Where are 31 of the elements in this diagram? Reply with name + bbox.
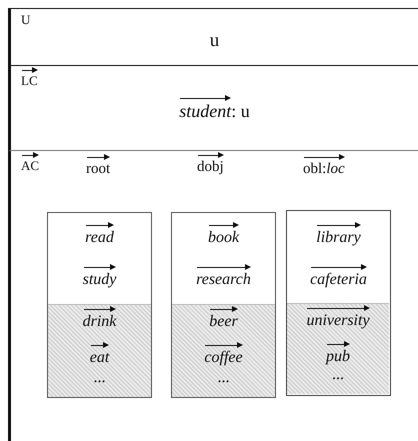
word-vector: read: [48, 221, 151, 247]
header-band: [8, 8, 418, 66]
formula-text: student: u: [11, 94, 418, 122]
word-list-box: [171, 212, 276, 398]
band: [8, 66, 418, 151]
word-vector: book: [172, 221, 275, 247]
shaded-region: [172, 304, 275, 397]
word-vector: study: [48, 263, 151, 289]
word-vector: coffee: [172, 341, 275, 367]
word-list-box: [47, 212, 152, 398]
vector-symbol: u: [208, 31, 220, 52]
word-vector: library: [287, 221, 390, 247]
shaded-region: [287, 303, 389, 394]
row-label: U: [21, 13, 30, 28]
word-vector: eat: [48, 341, 151, 367]
word-list-box: [286, 210, 391, 396]
column-heading: root: [86, 153, 110, 178]
word-vector: pub: [287, 340, 389, 366]
word-vector: beer: [172, 305, 275, 331]
ellipsis: ...: [216, 369, 230, 387]
shaded-region: [48, 304, 151, 397]
column-heading: dobj: [197, 151, 224, 176]
word-vector: university: [287, 304, 389, 330]
column-heading: obl:loc: [303, 153, 345, 178]
row-label: LC: [21, 66, 38, 88]
word-vector: cafeteria: [287, 263, 390, 289]
row-label: AC: [21, 151, 40, 174]
ellipsis: ...: [331, 366, 345, 384]
word-vector: research: [172, 263, 275, 289]
ellipsis: ...: [92, 369, 106, 387]
word-vector: drink: [48, 305, 151, 331]
